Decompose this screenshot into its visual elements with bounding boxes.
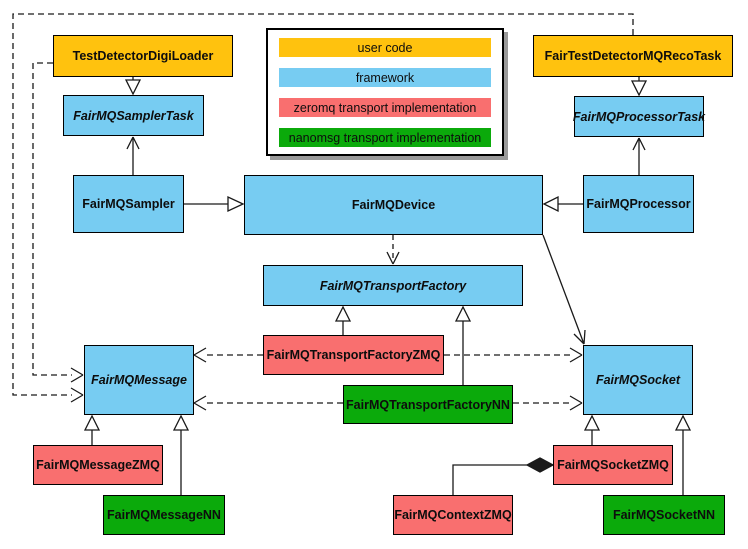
node-fairmqsamplertask: FairMQSamplerTask (63, 95, 204, 136)
node-fairmqsampler: FairMQSampler (73, 175, 184, 233)
node-fairmqtransportfactorynn: FairMQTransportFactoryNN (343, 385, 513, 424)
legend-item-nanomsg: nanomsg transport implementation (279, 128, 491, 147)
dependency-recotask-message (12, 13, 634, 403)
inheritance-sampler-device (184, 195, 245, 213)
association-sampler-samplertask (126, 136, 140, 175)
node-fairmqmessagenn: FairMQMessageNN (103, 495, 225, 535)
composition-socketzmq-contextzmq (452, 457, 555, 495)
node-fairmqtransportfactoryzmq: FairMQTransportFactoryZMQ (263, 335, 444, 375)
legend-label: zeromq transport implementation (293, 100, 477, 115)
dependency-digiloader-message (32, 62, 84, 383)
node-fairmqsocket: FairMQSocket (583, 345, 693, 415)
inheritance-messagezmq-message (83, 414, 101, 445)
legend-label: user code (357, 40, 413, 55)
node-fairmqmessage: FairMQMessage (84, 345, 194, 415)
node-fairmqdevice: FairMQDevice (244, 175, 543, 235)
association-device-socket (542, 234, 586, 345)
legend-label: nanomsg transport implementation (288, 130, 482, 145)
inheritance-tfzmq-transportfactory (334, 305, 352, 335)
inheritance-processor-device (542, 195, 583, 213)
dependency-tfnn-socket (513, 395, 583, 411)
legend-item-zeromq: zeromq transport implementation (279, 98, 491, 117)
association-processor-processortask (632, 137, 646, 175)
inheritance-socketzmq-socket (583, 414, 601, 445)
dependency-tfnn-message (193, 395, 343, 411)
legend-item-framework: framework (279, 68, 491, 87)
node-fairmqmessagezmq: FairMQMessageZMQ (33, 445, 163, 485)
node-fairmqcontextzmq: FairMQContextZMQ (393, 495, 513, 535)
node-fairtestdetectormqrecotask: FairTestDetectorMQRecoTask (533, 35, 733, 77)
inheritance-socketnn-socket (674, 414, 692, 495)
node-fairmqprocessor: FairMQProcessor (583, 175, 694, 233)
dependency-tfzmq-socket (444, 347, 583, 363)
legend: user code framework zeromq transport imp… (266, 28, 504, 156)
node-testdetectordigiloader: TestDetectorDigiLoader (53, 35, 233, 77)
inheritance-tfnn-transportfactory (454, 305, 472, 385)
node-fairmqprocessortask: FairMQProcessorTask (573, 96, 705, 137)
dependency-device-transportfactory (386, 235, 400, 265)
inheritance-recotask-processortask (630, 77, 648, 97)
legend-item-user-code: user code (279, 38, 491, 57)
inheritance-digiloader-samplertask (124, 77, 142, 96)
dependency-tfzmq-message (193, 347, 263, 363)
node-fairmqtransportfactory: FairMQTransportFactory (263, 265, 523, 306)
legend-label: framework (355, 70, 415, 85)
node-fairmqsocketnn: FairMQSocketNN (603, 495, 725, 535)
inheritance-messagenn-message (172, 414, 190, 495)
node-fairmqsocketzmq: FairMQSocketZMQ (553, 445, 673, 485)
